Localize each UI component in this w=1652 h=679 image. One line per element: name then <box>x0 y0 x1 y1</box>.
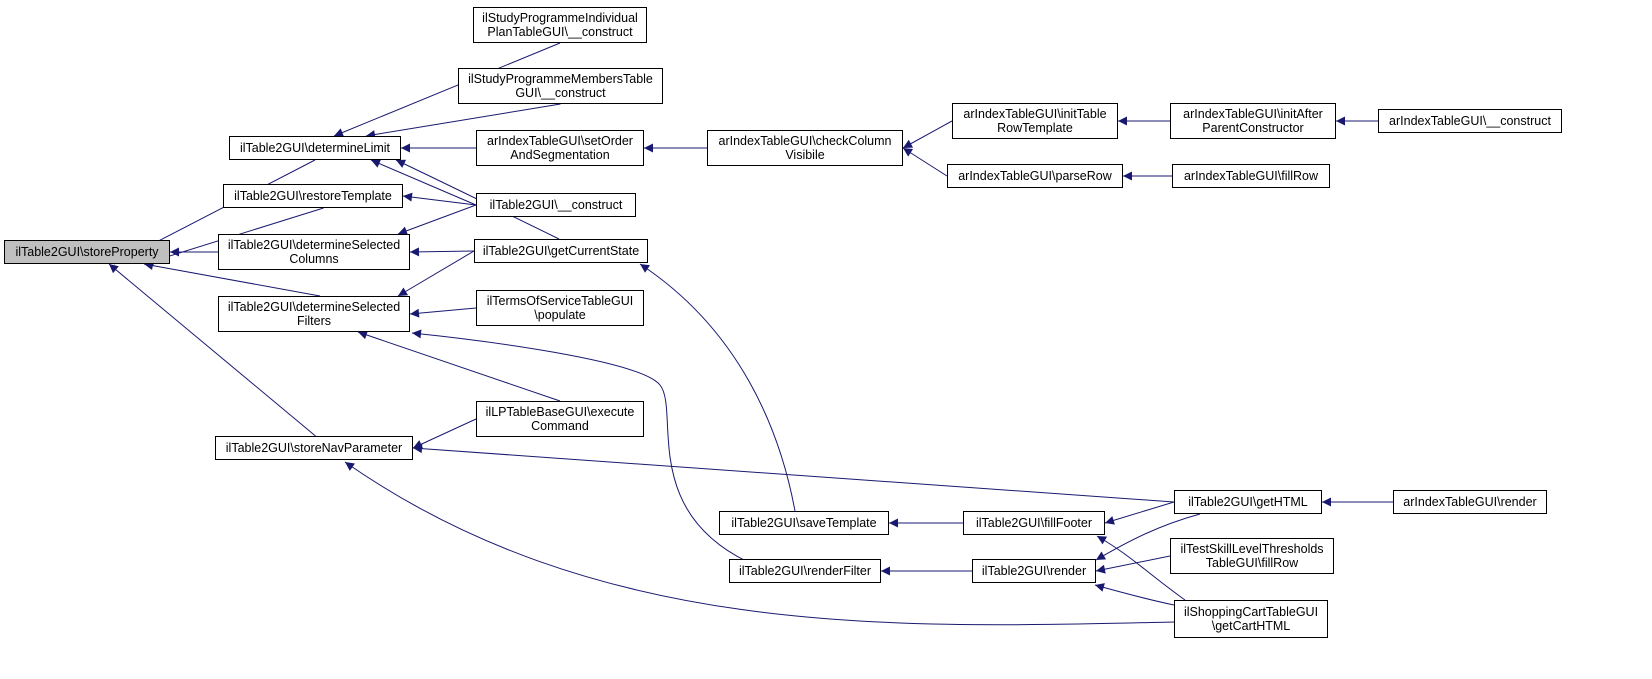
node-label: ilTable2GUI\__construct <box>489 198 623 212</box>
node-render[interactable]: ilTable2GUI\render <box>972 559 1096 583</box>
edge-parseRow-to-checkColumn <box>902 147 948 177</box>
node-checkColumn[interactable]: arIndexTableGUI\checkColumn Visibile <box>707 130 903 166</box>
edge-shoppingCart-to-render <box>1094 583 1175 606</box>
edge-construct-to-determineSelectedColumns <box>397 204 477 236</box>
edge-studyIndividual-to-determineLimit <box>333 42 561 137</box>
edge-storeNavParameter-to-storeProperty <box>108 263 316 437</box>
node-label: arIndexTableGUI\fillRow <box>1183 169 1319 183</box>
edge-getCurrentState-to-determineSelectedColumns <box>409 247 475 257</box>
node-label: ilTable2GUI\saveTemplate <box>731 516 877 530</box>
node-storeProperty[interactable]: ilTable2GUI\storeProperty <box>4 240 170 264</box>
edge-construct-to-restoreTemplate <box>402 192 477 206</box>
node-label: ilTermsOfServiceTableGUI \populate <box>486 294 634 322</box>
edge-saveTemplate-to-getCurrentState <box>639 263 796 512</box>
node-label: arIndexTableGUI\checkColumn Visibile <box>718 134 892 162</box>
edge-getHTML-to-fillFooter <box>1104 501 1175 525</box>
node-label: ilTestSkillLevelThresholds TableGUI\fill… <box>1180 542 1324 570</box>
node-label: arIndexTableGUI\setOrder AndSegmentation <box>487 134 633 162</box>
node-label: arIndexTableGUI\initTable RowTemplate <box>963 107 1107 135</box>
node-label: arIndexTableGUI\render <box>1403 495 1537 509</box>
edge-lpExecute-to-determineSelectedFilters <box>357 330 561 402</box>
node-label: ilShoppingCartTableGUI \getCartHTML <box>1183 605 1319 633</box>
node-label: ilTable2GUI\determineSelected Columns <box>227 238 401 266</box>
node-restoreTemplate[interactable]: ilTable2GUI\restoreTemplate <box>223 184 403 208</box>
edge-determineSelectedFilters-to-storeProperty <box>143 261 321 297</box>
node-studyIndividual[interactable]: ilStudyProgrammeIndividual PlanTableGUI\… <box>473 7 647 43</box>
edge-studyMembers-to-determineLimit <box>365 103 561 139</box>
node-label: ilTable2GUI\storeNavParameter <box>225 441 403 455</box>
node-determineLimit[interactable]: ilTable2GUI\determineLimit <box>229 136 401 160</box>
node-studyMembers[interactable]: ilStudyProgrammeMembersTable GUI\__const… <box>458 68 663 104</box>
node-label: ilTable2GUI\restoreTemplate <box>234 189 392 203</box>
node-testSkill[interactable]: ilTestSkillLevelThresholds TableGUI\fill… <box>1170 538 1334 574</box>
edge-testSkill-to-render <box>1095 555 1171 574</box>
node-getCurrentState[interactable]: ilTable2GUI\getCurrentState <box>474 239 648 263</box>
node-label: arIndexTableGUI\initAfter ParentConstruc… <box>1183 107 1323 135</box>
node-label: ilStudyProgrammeMembersTable GUI\__const… <box>468 72 653 100</box>
node-label: arIndexTableGUI\__construct <box>1389 114 1551 128</box>
edge-shoppingCart-to-fillFooter <box>1096 535 1186 601</box>
node-label: ilTable2GUI\determineLimit <box>239 141 391 155</box>
node-label: ilTable2GUI\renderFilter <box>739 564 871 578</box>
node-setOrder[interactable]: arIndexTableGUI\setOrder AndSegmentation <box>476 130 644 166</box>
edge-lpExecute-to-storeNavParameter <box>412 418 477 449</box>
node-storeNavParameter[interactable]: ilTable2GUI\storeNavParameter <box>215 436 413 460</box>
node-label: ilLPTableBaseGUI\execute Command <box>485 405 635 433</box>
node-construct[interactable]: ilTable2GUI\__construct <box>476 193 636 217</box>
node-label: ilTable2GUI\render <box>981 564 1087 578</box>
edge-getHTML-to-render <box>1095 513 1201 561</box>
node-label: ilTable2GUI\getCurrentState <box>482 244 640 258</box>
edge-getHTML-to-storeNavParameter <box>412 444 1175 503</box>
node-termsPopulate[interactable]: ilTermsOfServiceTableGUI \populate <box>476 290 644 326</box>
node-fillRowAr[interactable]: arIndexTableGUI\fillRow <box>1172 164 1330 188</box>
node-arConstruct[interactable]: arIndexTableGUI\__construct <box>1378 109 1562 133</box>
node-saveTemplate[interactable]: ilTable2GUI\saveTemplate <box>719 511 889 535</box>
edge-shoppingCart-to-storeNavParameter <box>344 461 1175 626</box>
node-fillFooter[interactable]: ilTable2GUI\fillFooter <box>963 511 1105 535</box>
node-label: ilTable2GUI\determineSelected Filters <box>227 300 401 328</box>
edge-termsPopulate-to-determineSelectedFilters <box>409 307 477 318</box>
node-label: ilTable2GUI\storeProperty <box>15 245 159 259</box>
edge-getCurrentState-to-determineSelectedFilters <box>397 250 475 297</box>
node-parseRow[interactable]: arIndexTableGUI\parseRow <box>947 164 1123 188</box>
node-label: ilTable2GUI\fillFooter <box>975 516 1092 530</box>
node-initAfter[interactable]: arIndexTableGUI\initAfter ParentConstruc… <box>1170 103 1336 139</box>
node-initTableRow[interactable]: arIndexTableGUI\initTable RowTemplate <box>952 103 1118 139</box>
node-getHTML[interactable]: ilTable2GUI\getHTML <box>1174 490 1322 514</box>
edge-initTableRow-to-checkColumn <box>902 120 953 149</box>
node-arRender[interactable]: arIndexTableGUI\render <box>1393 490 1547 514</box>
edge-renderFilter-to-determineSelectedFilters <box>411 329 749 563</box>
node-determineSelectedFilters[interactable]: ilTable2GUI\determineSelected Filters <box>218 296 410 332</box>
node-determineSelectedColumns[interactable]: ilTable2GUI\determineSelected Columns <box>218 234 410 270</box>
node-shoppingCart[interactable]: ilShoppingCartTableGUI \getCartHTML <box>1174 600 1328 638</box>
node-label: ilStudyProgrammeIndividual PlanTableGUI\… <box>482 11 638 39</box>
node-renderFilter[interactable]: ilTable2GUI\renderFilter <box>729 559 881 583</box>
node-label: ilTable2GUI\getHTML <box>1188 495 1308 509</box>
node-label: arIndexTableGUI\parseRow <box>958 169 1112 183</box>
node-lpExecute[interactable]: ilLPTableBaseGUI\execute Command <box>476 401 644 437</box>
edge-construct-to-determineLimit <box>370 159 477 206</box>
edge-getCurrentState-to-determineLimit <box>395 159 560 240</box>
